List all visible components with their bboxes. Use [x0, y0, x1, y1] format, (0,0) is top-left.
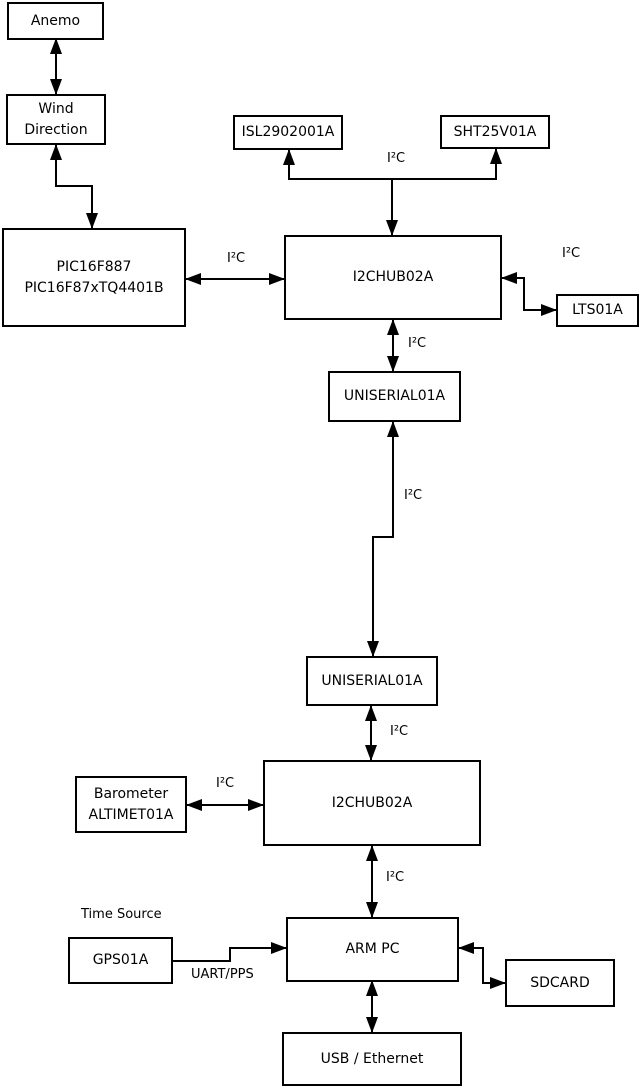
node-arm-pc: ARM PC — [286, 917, 459, 982]
node-uniserial01a-2-label: UNISERIAL01A — [321, 672, 423, 689]
node-pic16f887: PIC16F887 PIC16F87xTQ4401B — [2, 228, 186, 327]
node-uniserial01a-1: UNISERIAL01A — [328, 371, 461, 422]
edge-label-i2c-pic-hub1: I²C — [227, 251, 246, 266]
node-isl2902001a-label: ISL2902001A — [241, 124, 335, 141]
node-anemo-label: Anemo — [30, 12, 81, 29]
node-uniserial01a-2: UNISERIAL01A — [306, 656, 438, 706]
node-gps01a-label: GPS01A — [92, 952, 149, 969]
edge-label-i2c-bus-top: I²C — [387, 151, 406, 166]
edge-label-i2c-hub1-uniserial1: I²C — [408, 336, 427, 351]
node-wind-direction: Wind Direction — [6, 94, 106, 145]
node-i2chub02a-1: I2CHUB02A — [284, 235, 502, 320]
edge-label-time-source: Time Source — [81, 907, 162, 922]
node-usb-ethernet: USB / Ethernet — [282, 1032, 462, 1086]
node-anemo: Anemo — [7, 2, 104, 40]
node-i2chub02a-1-label: I2CHUB02A — [352, 269, 434, 286]
connector-uniserial1-uniserial2 — [367, 421, 399, 657]
connector-armpc-sdcard — [458, 942, 506, 989]
node-i2chub02a-2: I2CHUB02A — [263, 760, 481, 846]
edge-label-i2c-uniserial1-uniserial2: I²C — [404, 488, 423, 503]
edge-label-i2c-uniserial2-hub2: I²C — [390, 724, 409, 739]
node-i2chub02a-2-label: I2CHUB02A — [331, 794, 413, 811]
node-sht25v01a-label: SHT25V01A — [453, 123, 537, 140]
edge-label-i2c-hub2-armpc: I²C — [386, 870, 405, 885]
node-barometer-altimet01a-label: Barometer ALTIMET01A — [88, 786, 174, 823]
node-barometer-altimet01a: Barometer ALTIMET01A — [75, 776, 187, 833]
connector-gps-armpc — [173, 942, 287, 962]
edge-label-uart-pps: UART/PPS — [191, 967, 254, 982]
node-sdcard: SDCARD — [505, 959, 615, 1007]
node-uniserial01a-1-label: UNISERIAL01A — [343, 388, 446, 405]
node-wind-direction-label: Wind Direction — [24, 101, 88, 138]
node-gps01a: GPS01A — [68, 937, 173, 984]
node-arm-pc-label: ARM PC — [345, 941, 400, 958]
edge-label-i2c-hub1-lts: I²C — [562, 246, 581, 261]
node-lts01a: LTS01A — [556, 294, 639, 327]
edge-label-i2c-barometer-hub2: I²C — [216, 776, 235, 791]
connector-hub1-lts — [501, 272, 557, 316]
node-sht25v01a: SHT25V01A — [440, 115, 550, 149]
node-lts01a-label: LTS01A — [572, 302, 623, 319]
connector-wind-pic — [50, 144, 98, 229]
node-usb-ethernet-label: USB / Ethernet — [320, 1050, 424, 1067]
node-pic16f887-label: PIC16F887 PIC16F87xTQ4401B — [24, 259, 164, 296]
node-isl2902001a: ISL2902001A — [233, 115, 343, 150]
node-sdcard-label: SDCARD — [530, 974, 590, 991]
